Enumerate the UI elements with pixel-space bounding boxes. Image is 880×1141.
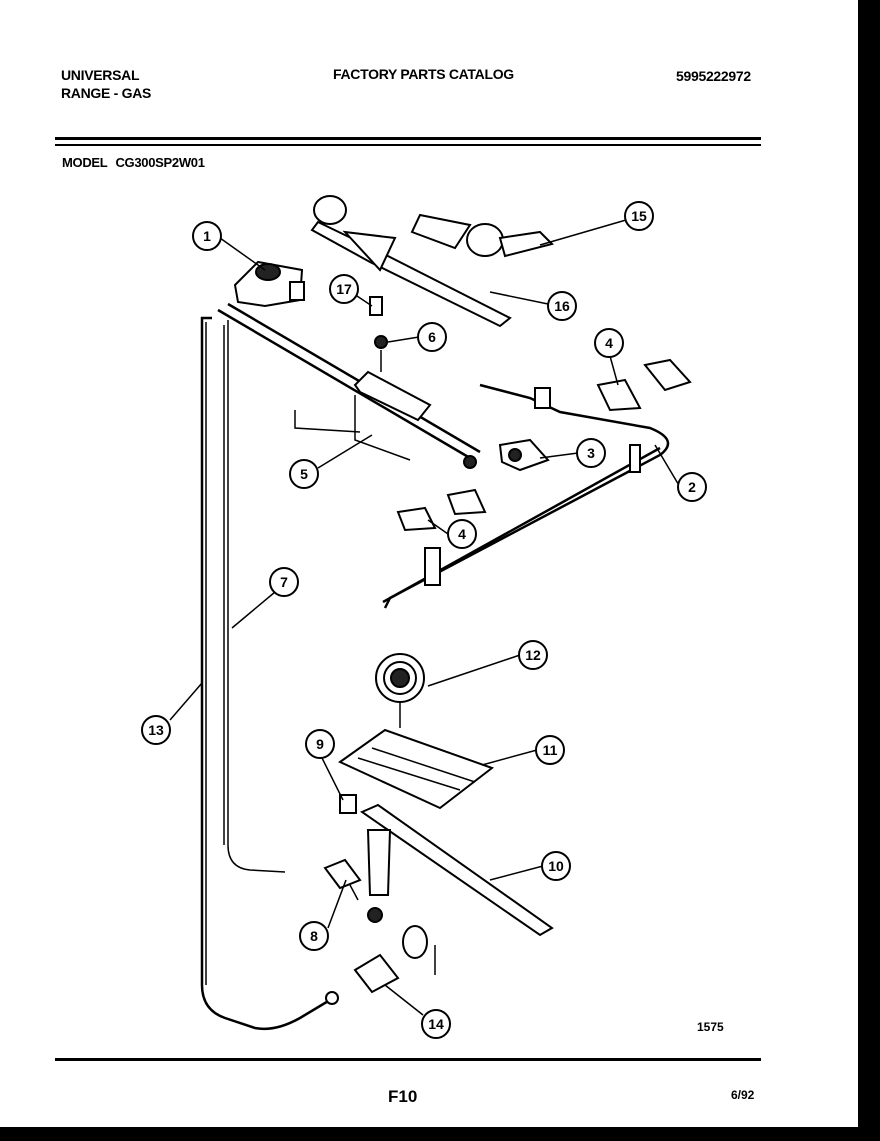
leader-11: [481, 749, 538, 766]
callout-4-upper-label: 4: [605, 335, 613, 351]
footer-rule: [55, 1058, 761, 1061]
callout-2-label: 2: [688, 479, 696, 495]
leader-14: [384, 984, 424, 1016]
callout-4-lower: 4: [447, 519, 477, 549]
callout-7: 7: [269, 567, 299, 597]
callout-8-label: 8: [310, 928, 318, 944]
callout-10-label: 10: [548, 858, 564, 874]
part-6-nut: [374, 335, 388, 372]
catalog-title: FACTORY PARTS CATALOG: [333, 66, 514, 82]
part-9-bracket: [339, 794, 357, 814]
part-13-tube: [200, 316, 331, 1031]
leader-17: [356, 295, 373, 307]
model-label: MODEL: [62, 155, 108, 170]
leader-1: [219, 237, 266, 271]
callout-16-label: 16: [554, 298, 570, 314]
catalog-date: 6/92: [731, 1088, 755, 1102]
model-line: MODEL CG300SP2W01: [62, 155, 205, 170]
header-rule: [55, 137, 761, 140]
callout-11-label: 11: [543, 742, 558, 758]
leader-4-upper: [609, 355, 619, 386]
callout-14: 14: [421, 1009, 451, 1039]
part-15-burner: [410, 213, 554, 258]
callout-17-label: 17: [336, 281, 352, 297]
callout-7-label: 7: [280, 574, 288, 590]
callout-6: 6: [417, 322, 447, 352]
part-10-burner: [359, 803, 554, 937]
part-16-burner: [310, 195, 512, 328]
callout-12: 12: [518, 640, 548, 670]
leader-9: [321, 757, 344, 801]
callout-1-label: 1: [203, 228, 211, 244]
page-number: F10: [388, 1087, 418, 1106]
callout-1: 1: [192, 221, 222, 251]
part-1-regulator: [233, 260, 305, 308]
callout-5: 5: [289, 459, 319, 489]
callout-10: 10: [541, 851, 571, 881]
part-5-manifold: [217, 302, 481, 469]
callout-2: 2: [677, 472, 707, 502]
callout-14-label: 14: [428, 1016, 444, 1032]
part-4-valve-lower: [396, 488, 487, 532]
callout-3-label: 3: [587, 445, 595, 461]
leader-8: [327, 879, 347, 929]
part-7-tube: [227, 320, 286, 873]
leader-10: [489, 865, 544, 881]
part-13-fitting: [325, 991, 339, 1005]
part-17-fitting: [369, 296, 383, 316]
callout-13-label: 13: [148, 722, 164, 738]
callout-4-lower-label: 4: [458, 526, 466, 542]
part-11-shield: [338, 728, 495, 810]
part-2-tube: [383, 383, 670, 609]
callout-8: 8: [299, 921, 329, 951]
leader-7: [231, 591, 276, 629]
product-type: RANGE - GAS: [61, 85, 152, 101]
callout-9-label: 9: [316, 736, 324, 752]
leader-4-lower: [427, 519, 449, 535]
model-number: CG300SP2W01: [115, 155, 205, 170]
page-frame-right: [858, 0, 880, 1141]
page-frame-bottom: [0, 1127, 880, 1141]
part-4-valve-upper: [596, 358, 692, 412]
part-8-igniter: [323, 858, 362, 901]
catalog-number: 5995222972: [676, 68, 751, 84]
callout-17: 17: [329, 274, 359, 304]
leader-5: [317, 434, 373, 469]
callout-11: 11: [535, 735, 565, 765]
callout-13: 13: [141, 715, 171, 745]
part-3-valve: [498, 438, 550, 472]
callout-3: 3: [576, 438, 606, 468]
header-rule-secondary: [55, 144, 761, 146]
callout-5-label: 5: [300, 466, 308, 482]
callout-15-label: 15: [631, 208, 647, 224]
callout-12-label: 12: [525, 647, 541, 663]
callout-6-label: 6: [428, 329, 436, 345]
callout-9: 9: [305, 729, 335, 759]
leader-15: [539, 219, 627, 246]
leader-2: [654, 444, 681, 488]
part-14-valve: [353, 907, 436, 994]
leader-6: [387, 336, 420, 343]
header-brand-block: UNIVERSAL RANGE - GAS: [61, 66, 151, 102]
diagram-number: 1575: [697, 1020, 724, 1034]
callout-16: 16: [547, 291, 577, 321]
leader-3: [539, 452, 579, 459]
callout-15: 15: [624, 201, 654, 231]
leader-13: [169, 682, 203, 721]
brand-name: UNIVERSAL: [61, 67, 140, 83]
leader-12: [427, 654, 521, 687]
part-12-knob: [375, 653, 425, 703]
callout-4-upper: 4: [594, 328, 624, 358]
leader-16: [489, 291, 549, 305]
